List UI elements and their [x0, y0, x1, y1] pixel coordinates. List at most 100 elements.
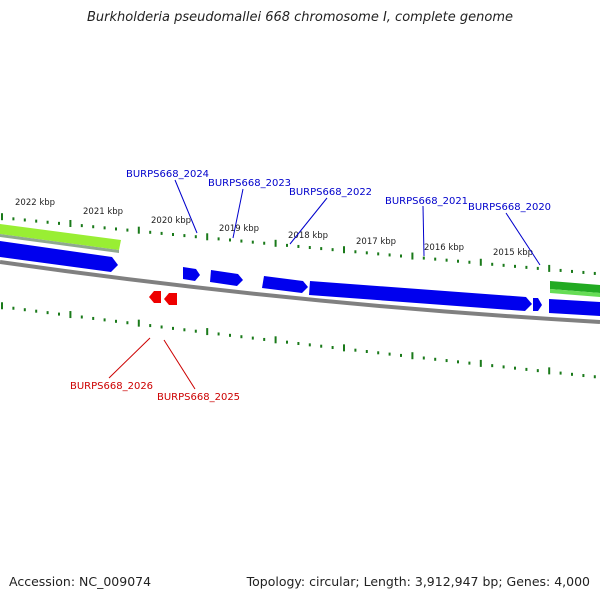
forward-gene-track [0, 241, 600, 316]
outer-tick [1, 213, 3, 221]
inner-tick [194, 329, 197, 333]
outer-tick [365, 251, 368, 255]
inner-tick [593, 375, 596, 379]
inner-tick [126, 321, 129, 325]
inner-tick [1, 302, 3, 310]
kbp-label: 2018 kbp [288, 231, 328, 241]
outer-tick [126, 228, 129, 232]
leader-line [422, 205, 425, 257]
inner-tick [92, 316, 95, 320]
outer-tick [468, 260, 471, 264]
gene-label-burps668-2020[interactable]: BURPS668_2020 [468, 202, 551, 213]
gene-arrow-burps668-2021[interactable] [309, 281, 532, 311]
gene-arrow-burps668-2024[interactable] [183, 267, 200, 281]
inner-tick [514, 366, 516, 370]
gene-arrow-right[interactable] [549, 299, 600, 316]
inner-tick [548, 367, 551, 375]
inner-tick [422, 356, 425, 360]
accession-label: Accession: NC_009074 [9, 574, 152, 589]
genome-summary: Topology: circular; Length: 3,912,947 bp… [246, 574, 590, 589]
outer-tick [172, 233, 174, 237]
outer-tick [251, 240, 254, 244]
outer-tick [491, 262, 494, 266]
inner-tick [23, 308, 26, 312]
inner-tick [354, 348, 357, 352]
inner-tick [240, 335, 243, 339]
leader-line [163, 339, 196, 390]
inner-tick [206, 328, 209, 336]
gene-label-burps668-2021[interactable]: BURPS668_2021 [385, 196, 468, 207]
gene-arrow-burps668-2022[interactable] [262, 276, 308, 293]
gene-arrow-burps668-2023[interactable] [210, 270, 243, 286]
outer-tick [457, 259, 459, 263]
outer-tick [103, 226, 106, 230]
gene-label-burps668-2023[interactable]: BURPS668_2023 [208, 178, 291, 189]
outer-tick [514, 264, 516, 268]
inner-tick [400, 353, 402, 357]
kbp-label: 2015 kbp [493, 248, 533, 258]
gene-arrow-burps668-2020[interactable] [533, 298, 542, 311]
inner-tick [571, 372, 573, 376]
inner-tick [297, 342, 300, 346]
outer-tick [183, 234, 186, 238]
outer-tick [593, 271, 596, 275]
inner-tick [35, 309, 38, 313]
outer-tick [320, 247, 323, 251]
inner-tick [80, 315, 83, 319]
inner-tick [320, 344, 323, 348]
outer-tick [92, 225, 95, 229]
outer-tick-row [1, 213, 596, 275]
inner-tick [468, 361, 471, 365]
inner-tick [582, 374, 585, 378]
inner-tick [559, 371, 562, 375]
reverse-gene-track [149, 291, 177, 305]
outer-tick [46, 220, 49, 224]
inner-tick [491, 364, 494, 368]
feature-green-right-light [550, 289, 600, 297]
feature-light-green-left-shadow [0, 234, 119, 253]
outer-tick [479, 258, 482, 266]
gene-arrow-burps668-2026[interactable] [149, 291, 161, 303]
outer-tick [445, 258, 448, 262]
gene-label-burps668-2025[interactable]: BURPS668_2025 [157, 392, 240, 403]
outer-tick [58, 221, 60, 225]
outer-tick [343, 246, 345, 254]
inner-tick [263, 337, 266, 341]
outer-tick [80, 224, 83, 228]
outer-tick [217, 237, 220, 241]
gene-label-burps668-2022[interactable]: BURPS668_2022 [289, 187, 372, 198]
outer-tick [23, 218, 26, 222]
outer-tick [548, 264, 551, 272]
outer-tick [274, 239, 277, 247]
leader-line [289, 197, 328, 245]
outer-tick [240, 239, 243, 243]
inner-tick [103, 318, 106, 322]
outer-tick [434, 257, 437, 261]
gene-arrow-left[interactable] [0, 241, 118, 272]
gene-label-burps668-2026[interactable]: BURPS668_2026 [70, 381, 153, 392]
inner-tick [286, 340, 288, 344]
outer-tick [502, 263, 505, 267]
inner-tick [217, 332, 220, 336]
inner-tick [479, 359, 482, 367]
outer-tick [422, 256, 425, 260]
inner-tick [274, 336, 277, 344]
kbp-labels: 2022 kbp 2021 kbp 2020 kbp 2019 kbp 2018… [15, 198, 533, 258]
inner-tick [445, 359, 448, 363]
feature-track-light-green [0, 224, 600, 297]
inner-tick [69, 311, 72, 319]
inner-tick [172, 326, 174, 330]
inner-tick [137, 319, 140, 327]
outer-tick [331, 248, 334, 252]
gene-label-burps668-2024[interactable]: BURPS668_2024 [126, 169, 209, 180]
gene-arrow-burps668-2025[interactable] [164, 293, 177, 305]
inner-tick [58, 312, 60, 316]
outer-tick [206, 233, 209, 241]
kbp-label: 2022 kbp [15, 198, 55, 208]
leader-line [232, 188, 244, 239]
inner-tick-row [1, 302, 596, 379]
inner-tick [457, 360, 459, 364]
backbone-line [0, 260, 600, 324]
outer-tick [400, 254, 402, 258]
